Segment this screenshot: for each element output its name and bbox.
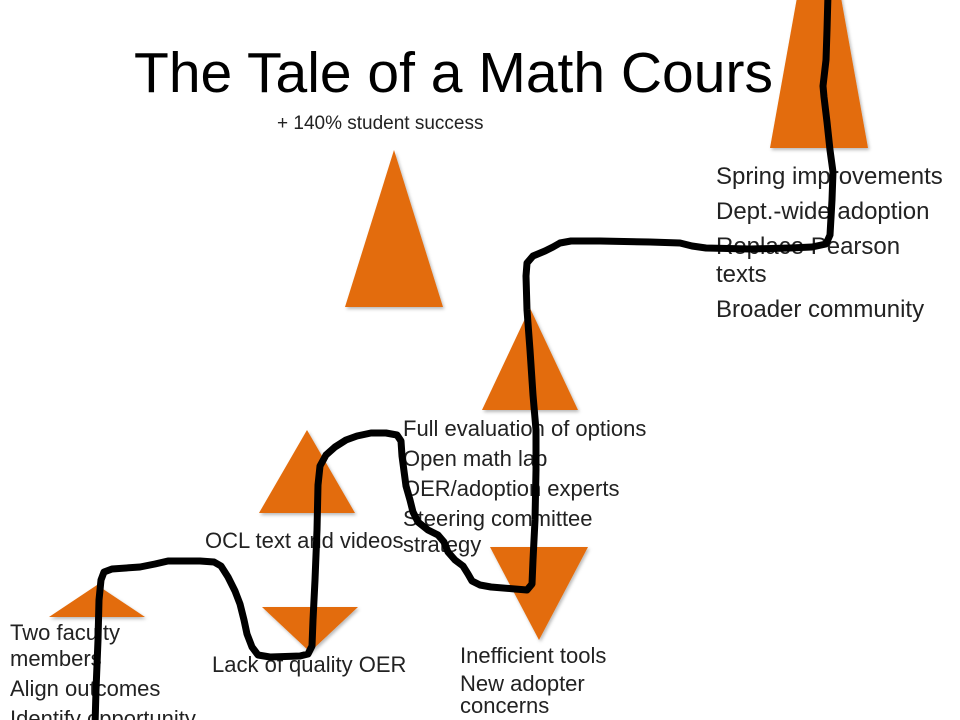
up-triangle-icon — [259, 430, 355, 513]
up-triangle-icon — [345, 150, 443, 307]
down-triangle-icon — [490, 547, 588, 640]
slide-title: The Tale of a Math Cours — [134, 41, 773, 105]
list-item: New adopter concerns — [460, 671, 585, 718]
down-triangle-icon — [262, 607, 358, 652]
list-item: Steering committee strategy — [403, 506, 593, 558]
list-item: Dept.-wide adoption — [716, 197, 930, 225]
list-item: Identify opportunity — [10, 706, 196, 720]
up-triangle-icon — [49, 585, 145, 617]
resources-label: OCL text and videos — [205, 528, 404, 553]
list-item: Align outcomes — [10, 676, 161, 702]
up-triangle-icon — [482, 308, 578, 410]
list-item: Replace Pearson texts — [716, 232, 901, 289]
list-item: Full evaluation of options — [403, 416, 647, 441]
list-item: Inefficient tools — [460, 643, 607, 668]
journey-path — [91, 0, 837, 720]
up-triangle-icon — [770, 0, 868, 148]
list-item: OER/adoption experts — [403, 476, 620, 501]
list-item: Spring improvements — [716, 163, 943, 190]
evaluation-list: Full evaluation of options Open math lab… — [403, 416, 658, 559]
challenges-list: Inefficient tools New adopter concerns — [460, 645, 620, 717]
list-item: Broader community — [716, 296, 925, 324]
setback-label: Lack of quality OER — [212, 652, 407, 677]
start-list: Two faculty members Align outcomes Ident… — [10, 620, 206, 720]
list-item: Open math lab — [403, 446, 548, 471]
list-item: Two faculty members — [10, 620, 121, 672]
success-list: Spring improvements Dept.-wide adoption … — [716, 163, 948, 325]
success-annotation: + 140% student success — [277, 113, 484, 134]
